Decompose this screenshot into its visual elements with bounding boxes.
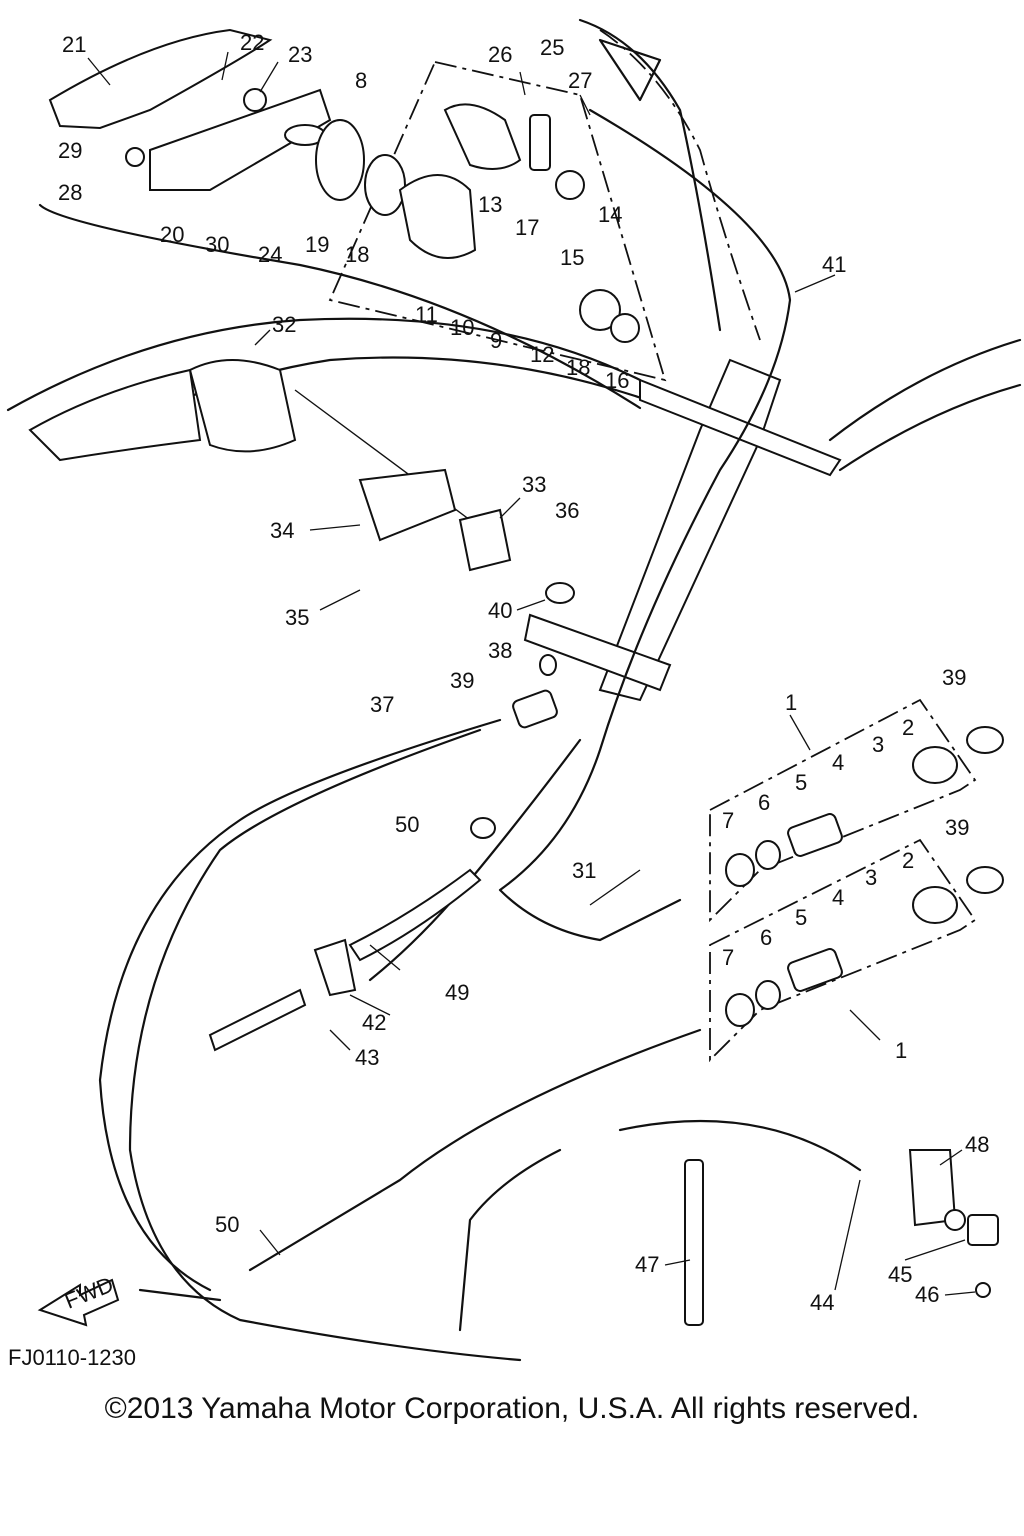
callout-33: 33 [522,472,546,497]
callout-21: 21 [62,32,86,57]
callout-5b: 5 [795,905,807,930]
callout-37: 37 [370,692,394,717]
callout-31: 31 [572,858,596,883]
callout-38: 38 [488,638,512,663]
callout-12: 12 [530,342,554,367]
callout-6b: 6 [760,925,772,950]
callout-47: 47 [635,1252,659,1277]
callout-41: 41 [822,252,846,277]
callout-24: 24 [258,242,282,267]
callout-39c: 39 [945,815,969,840]
callout-1a: 1 [785,690,797,715]
callout-6a: 6 [758,790,770,815]
callout-40: 40 [488,598,512,623]
callout-30: 30 [205,232,229,257]
callout-7a: 7 [722,808,734,833]
callout-42: 42 [362,1010,386,1035]
callout-28: 28 [58,180,82,205]
cables [98,108,862,1362]
callout-16: 16 [605,368,629,393]
callout-49: 49 [445,980,469,1005]
callout-43: 43 [355,1045,379,1070]
callout-36: 36 [555,498,579,523]
callout-23: 23 [288,42,312,67]
callout-17: 17 [515,215,539,240]
small-parts [208,582,999,1326]
diagram-code: FJ0110-1230 [8,1345,136,1370]
callout-27: 27 [568,68,592,93]
throttle-assembly-box [328,60,667,382]
callout-leaders [87,51,976,1296]
callout-2b: 2 [902,848,914,873]
callout-14: 14 [598,202,622,227]
callout-39b: 39 [942,665,966,690]
throttle-housing [28,359,512,572]
callout-29: 29 [58,138,82,163]
callout-26: 26 [488,42,512,67]
callout-10: 10 [450,315,474,340]
callout-48: 48 [965,1132,989,1157]
callout-3a: 3 [872,732,884,757]
callout-44: 44 [810,1290,834,1315]
callout-13: 13 [478,192,502,217]
cover-parts [48,28,640,343]
callout-19: 19 [305,232,329,257]
callout-2a: 2 [902,715,914,740]
callout-5a: 5 [795,770,807,795]
callout-3b: 3 [865,865,877,890]
callout-numbers: 21 22 23 26 25 27 8 29 28 20 30 24 19 18… [58,30,989,1315]
copyright-notice: ©2013 Yamaha Motor Corporation, U.S.A. A… [104,1392,920,1425]
callout-9: 9 [490,328,502,353]
callout-22: 22 [240,30,264,55]
callout-18b: 18 [566,355,590,380]
fitting-assemblies [709,698,1004,1063]
callout-8: 8 [355,68,367,93]
callout-15: 15 [560,245,584,270]
callout-7b: 7 [722,945,734,970]
callout-4a: 4 [832,750,844,775]
steering-column [523,358,842,702]
callout-20: 20 [160,222,184,247]
callout-25: 25 [540,35,564,60]
callout-32: 32 [272,312,296,337]
callout-34: 34 [270,518,294,543]
callout-18a: 18 [345,242,369,267]
forward-arrow: FWD [37,1272,120,1327]
callout-45: 45 [888,1262,912,1287]
callout-46: 46 [915,1282,939,1307]
callout-35: 35 [285,605,309,630]
callout-50b: 50 [215,1212,239,1237]
callout-50a: 50 [395,812,419,837]
callout-39a: 39 [450,668,474,693]
callout-11: 11 [415,302,438,327]
callout-1b: 1 [895,1038,907,1063]
callout-4b: 4 [832,885,844,910]
